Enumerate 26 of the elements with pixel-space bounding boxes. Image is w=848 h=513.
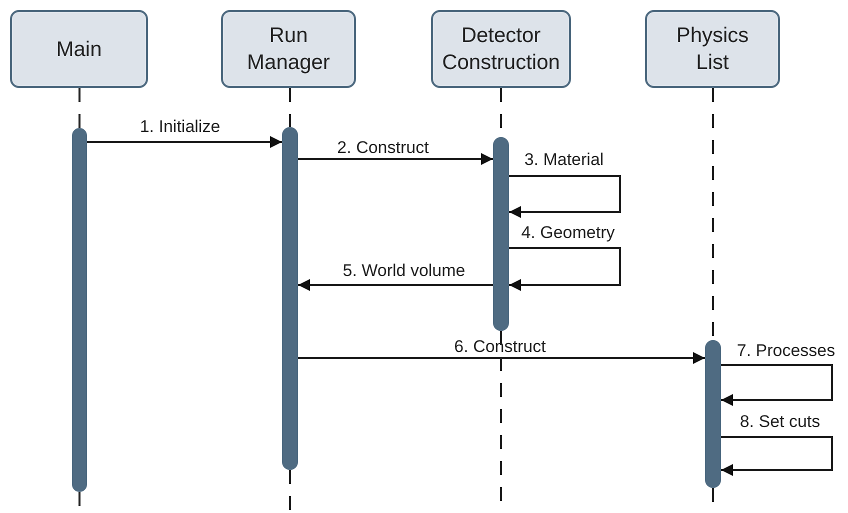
message-arrow xyxy=(298,153,493,165)
message-label: 6. Construct xyxy=(454,338,546,356)
self-message-arrow xyxy=(721,364,833,406)
message-label: 8. Set cuts xyxy=(740,413,820,431)
message-label: 1. Initialize xyxy=(140,118,220,136)
activation-bar xyxy=(493,137,509,331)
lifeline-header: Detector Construction xyxy=(431,10,571,88)
message-label: 5. World volume xyxy=(342,262,466,280)
lifeline xyxy=(78,88,80,128)
lifeline xyxy=(289,88,291,127)
self-message-arrow xyxy=(721,436,833,476)
self-message-arrow xyxy=(509,247,621,291)
message-arrow xyxy=(87,136,282,148)
activation-bar xyxy=(282,127,298,470)
message-arrow xyxy=(298,279,493,291)
lifeline-header: Run Manager xyxy=(221,10,356,88)
self-message-arrow xyxy=(509,175,621,218)
activation-bar xyxy=(705,340,721,488)
lifeline-header: Physics List xyxy=(645,10,780,88)
message-label: 2. Construct xyxy=(337,139,429,157)
lifeline-header: Main xyxy=(10,10,148,88)
message-label: 4. Geometry xyxy=(521,224,615,242)
message-arrow xyxy=(298,352,705,364)
activation-bar xyxy=(72,128,87,492)
message-label: 3. Material xyxy=(524,151,604,169)
message-label: 7. Processes xyxy=(736,342,836,360)
